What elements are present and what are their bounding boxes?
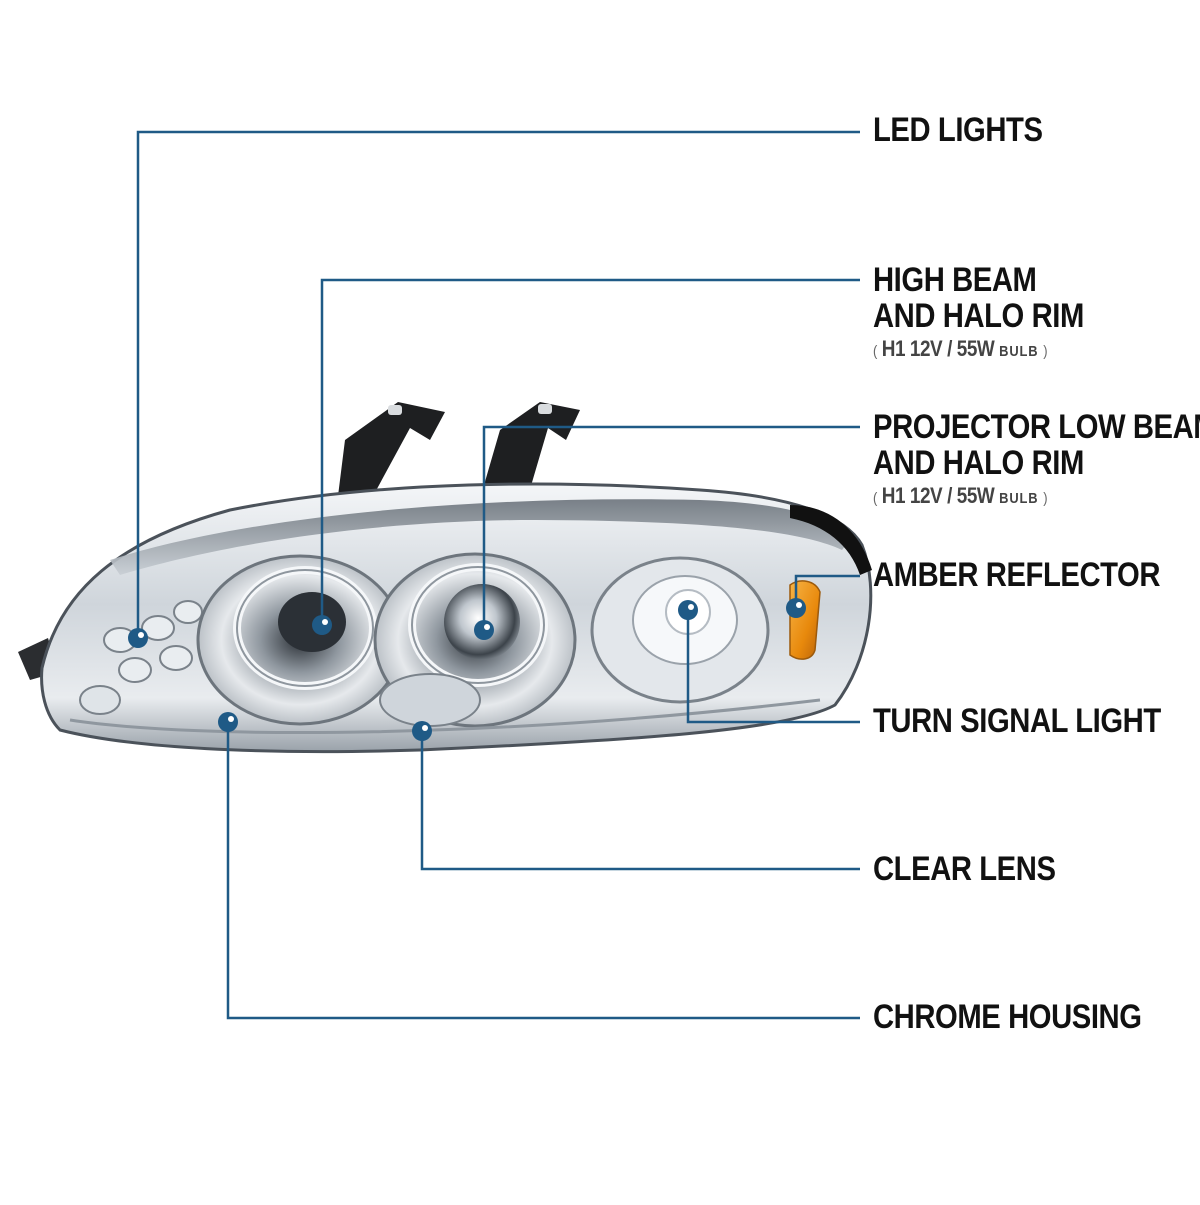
spec-close-paren: )	[1043, 343, 1048, 360]
dot-amber-reflector	[786, 598, 806, 618]
dot-chrome-housing	[218, 712, 238, 732]
callout-projector-low-beam: PROJECTOR LOW BEAM AND HALO RIM ( H1 12V…	[873, 409, 1200, 514]
callout-high-beam-line2: AND HALO RIM	[873, 297, 1084, 335]
spec-open-paren: (	[873, 343, 877, 360]
projector-low-beam-bowl	[373, 552, 577, 728]
spec-bulb: H1	[881, 336, 906, 361]
callout-clear-lens-text: CLEAR LENS	[873, 850, 1056, 888]
spec-close-paren: )	[1043, 490, 1048, 507]
leader-projector-low-beam	[482, 425, 860, 630]
callout-projector-spec: ( H1 12V / 55W BULB )	[873, 481, 1200, 514]
led-cluster	[79, 600, 203, 715]
leader-clear-lens	[420, 731, 860, 871]
callout-projector-line2: AND HALO RIM	[873, 444, 1084, 482]
lower-trim	[69, 698, 821, 735]
leader-amber-reflector	[794, 574, 860, 608]
rear-seal	[790, 505, 872, 575]
callout-dots	[128, 598, 806, 741]
dot-led-lights	[128, 628, 148, 648]
dot-high-beam	[312, 615, 332, 635]
spec-rating: 12V / 55W	[909, 483, 995, 508]
spec-unit: BULB	[999, 343, 1039, 360]
spec-unit: BULB	[999, 490, 1039, 507]
leader-turn-signal	[686, 610, 860, 724]
callout-clear-lens: CLEAR LENS	[873, 851, 1056, 887]
spec-rating: 12V / 55W	[909, 336, 995, 361]
spec-open-paren: (	[873, 490, 877, 507]
leader-lines	[136, 130, 860, 1020]
callout-amber-reflector-text: AMBER REFLECTOR	[873, 556, 1161, 594]
leader-high-beam	[320, 278, 860, 625]
spec-bulb: H1	[881, 483, 906, 508]
callout-led-lights: LED LIGHTS	[873, 112, 1043, 148]
mounting-bracket-right	[482, 402, 580, 496]
leader-chrome-housing	[226, 722, 860, 1020]
mounting-bracket-left	[338, 402, 445, 498]
callout-high-beam-spec: ( H1 12V / 55W BULB )	[873, 334, 1084, 367]
turn-signal-bowl	[590, 556, 770, 704]
dot-turn-signal	[678, 600, 698, 620]
amber-reflector	[789, 580, 821, 660]
callout-high-beam: HIGH BEAM AND HALO RIM ( H1 12V / 55W BU…	[873, 262, 1084, 367]
callout-turn-signal-light: TURN SIGNAL LIGHT	[873, 703, 1161, 739]
callout-chrome-housing: CHROME HOUSING	[873, 999, 1142, 1035]
top-rim	[110, 499, 850, 575]
leader-led-lights	[136, 130, 860, 638]
callout-turn-signal-text: TURN SIGNAL LIGHT	[873, 702, 1161, 740]
high-beam-bowl	[196, 554, 404, 726]
callout-chrome-housing-text: CHROME HOUSING	[873, 998, 1142, 1036]
callout-high-beam-line1: HIGH BEAM	[873, 261, 1037, 299]
dot-projector-low-beam	[474, 620, 494, 640]
callout-projector-line1: PROJECTOR LOW BEAM	[873, 408, 1200, 446]
callout-led-lights-text: LED LIGHTS	[873, 111, 1043, 149]
callout-amber-reflector: AMBER REFLECTOR	[873, 557, 1160, 593]
dot-clear-lens	[412, 721, 432, 741]
